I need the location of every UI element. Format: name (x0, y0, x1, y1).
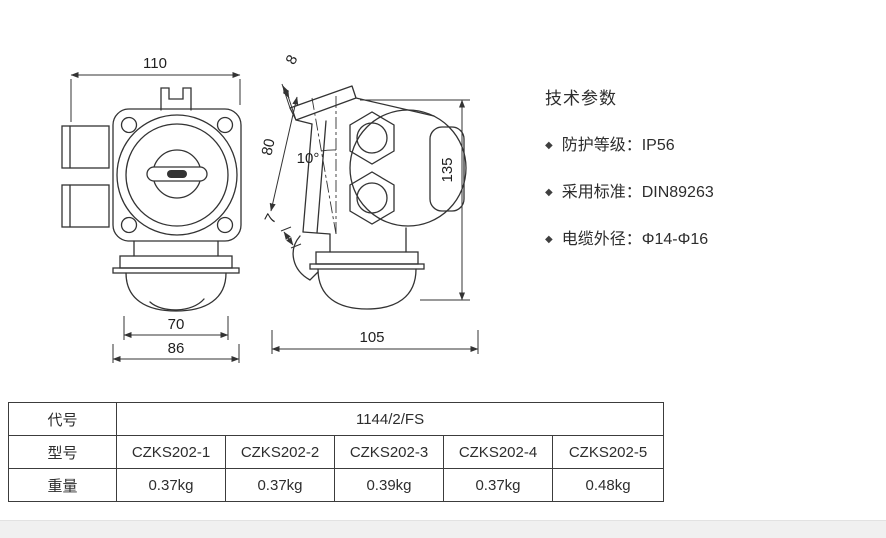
weight-cell: 0.48kg (551, 468, 665, 502)
front-dimensions: 110 70 86 (70, 55, 241, 363)
side-flange-circle (349, 109, 467, 227)
dim-base-outer-label: 86 (168, 340, 185, 357)
page-footer-strip (0, 520, 886, 538)
spec-item-cable-diameter: ◆ 电缆外径：Φ14-Φ16 (545, 225, 865, 249)
dim-front-width-label: 110 (143, 55, 167, 72)
dim-offset-small-label: 7 (262, 211, 281, 226)
base-dome (125, 272, 227, 312)
mounting-tab (160, 87, 192, 111)
spec-text-protection: 防护等级：IP56 (561, 137, 675, 154)
front-body-plate (112, 108, 242, 242)
front-view (61, 87, 242, 312)
dim-overall-height-label: 135 (439, 157, 456, 182)
spec-table: 代号 1144/2/FS 型号 CZKS202-1 CZKS202-2 CZKS… (8, 402, 665, 502)
code-value-cell: 1144/2/FS (115, 402, 665, 436)
spec-item-protection: ◆ 防护等级：IP56 (545, 131, 865, 155)
technical-drawing: 110 70 86 8 (61, 52, 479, 363)
side-view (289, 85, 467, 310)
base-flange (119, 255, 233, 269)
model-cell: CZKS202-1 (116, 435, 226, 469)
diamond-bullet-icon: ◆ (545, 234, 553, 245)
dim-cap-thickness-label: 8 (283, 52, 302, 67)
side-base-plate (309, 263, 425, 270)
dim-slant-length-label: 80 (259, 137, 279, 157)
tilted-cap (289, 85, 357, 121)
corner-screw (120, 216, 138, 234)
front-body-circle-outer (116, 114, 238, 236)
base-lever (149, 298, 205, 311)
side-base-dome (317, 268, 417, 310)
cable-gland-box-top (61, 125, 110, 169)
corner-screw (216, 116, 234, 134)
spec-item-standard: ◆ 采用标准：DIN89263 (545, 178, 865, 202)
dim-base-inner-label: 70 (168, 316, 185, 333)
table-row-code: 代号 1144/2/FS (8, 402, 665, 436)
hex-gland-top (349, 111, 395, 165)
side-base-flange (315, 251, 419, 265)
table-row-weight: 重量 0.37kg 0.37kg 0.39kg 0.37kg 0.48kg (8, 468, 665, 502)
diamond-bullet-icon: ◆ (545, 140, 553, 151)
specs-title: 技术参数 (545, 89, 617, 108)
model-cell: CZKS202-3 (334, 435, 444, 469)
dim-side-depth-label: 105 (359, 329, 384, 346)
front-body-circle-inner (125, 123, 229, 227)
row-header-code: 代号 (8, 402, 117, 436)
model-cell: CZKS202-4 (443, 435, 553, 469)
switch-knob-grip (167, 170, 187, 178)
hex-gland-bottom (349, 171, 395, 225)
spec-text-standard: 采用标准：DIN89263 (561, 184, 714, 201)
weight-cell: 0.37kg (116, 468, 226, 502)
base-plate (112, 267, 240, 274)
corner-screw (120, 116, 138, 134)
spec-text-cable-diameter: 电缆外径：Φ14-Φ16 (561, 231, 709, 248)
corner-screw (216, 216, 234, 234)
dim-tilt-angle-label: 10° (297, 150, 320, 167)
model-cell: CZKS202-5 (551, 435, 665, 469)
row-header-model: 型号 (8, 435, 117, 469)
weight-cell: 0.37kg (443, 468, 553, 502)
specs-panel: 技术参数 ◆ 防护等级：IP56 ◆ 采用标准：DIN89263 ◆ 电缆外径：Φ14… (545, 84, 865, 272)
diamond-bullet-icon: ◆ (545, 187, 553, 198)
weight-cell: 0.39kg (334, 468, 444, 502)
table-row-model: 型号 CZKS202-1 CZKS202-2 CZKS202-3 CZKS202… (8, 435, 665, 469)
model-cell: CZKS202-2 (225, 435, 335, 469)
side-lever (292, 235, 319, 281)
weight-cell: 0.37kg (225, 468, 335, 502)
cable-gland-box-bottom (61, 184, 110, 228)
row-header-weight: 重量 (8, 468, 117, 502)
